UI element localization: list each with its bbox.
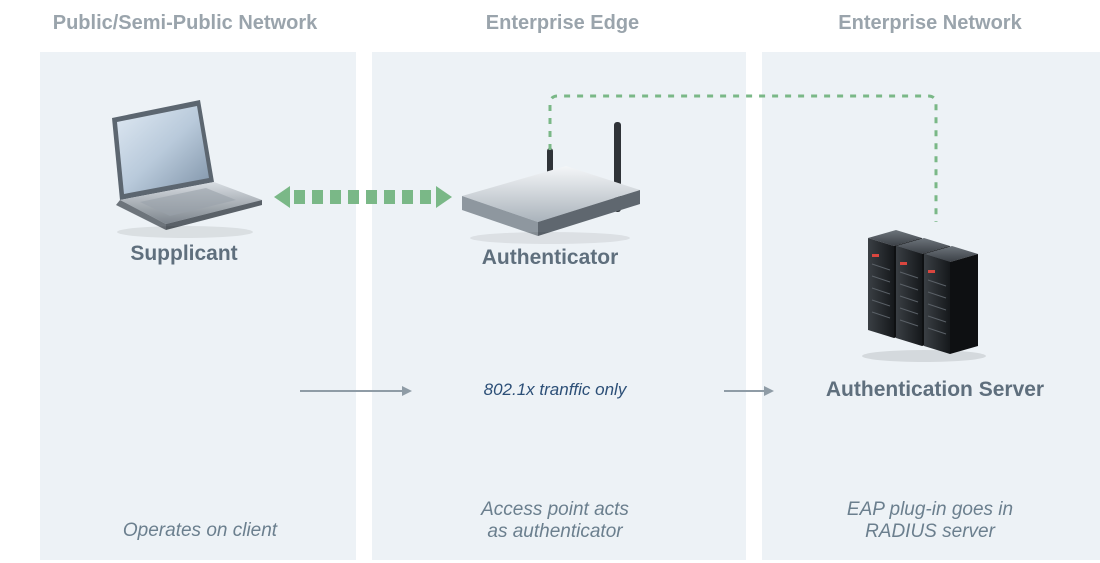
caption-public-network: Operates on client — [50, 520, 350, 542]
authenticator-label: Authenticator — [481, 246, 619, 269]
authentication-server-label: Authentication Server — [825, 378, 1045, 401]
zone-header-public-network: Public/Semi-Public Network — [52, 12, 318, 34]
flow-arrow-left — [300, 386, 412, 396]
eapol-link-arrow — [274, 186, 452, 208]
caption-line: Access point acts — [481, 499, 629, 520]
caption-enterprise-edge: Access point acts as authenticator — [400, 499, 710, 543]
caption-line: EAP plug-in goes in — [846, 499, 1014, 520]
supplicant-label: Supplicant — [130, 242, 238, 265]
laptop-icon — [112, 100, 262, 238]
caption-line: as authenticator — [487, 521, 623, 542]
zone-header-enterprise-edge: Enterprise Edge — [485, 12, 640, 34]
flow-arrow-right — [724, 386, 774, 396]
caption-line: Operates on client — [122, 520, 278, 541]
caption-line: RADIUS server — [865, 521, 995, 542]
server-rack-icon — [862, 230, 986, 362]
zone-header-enterprise-network: Enterprise Network — [838, 12, 1022, 34]
access-point-icon — [462, 122, 640, 244]
traffic-note: 802.1x tranffic only — [483, 380, 627, 399]
zone-panel-enterprise-edge — [372, 52, 746, 560]
caption-enterprise-network: EAP plug-in goes in RADIUS server — [770, 499, 1090, 543]
